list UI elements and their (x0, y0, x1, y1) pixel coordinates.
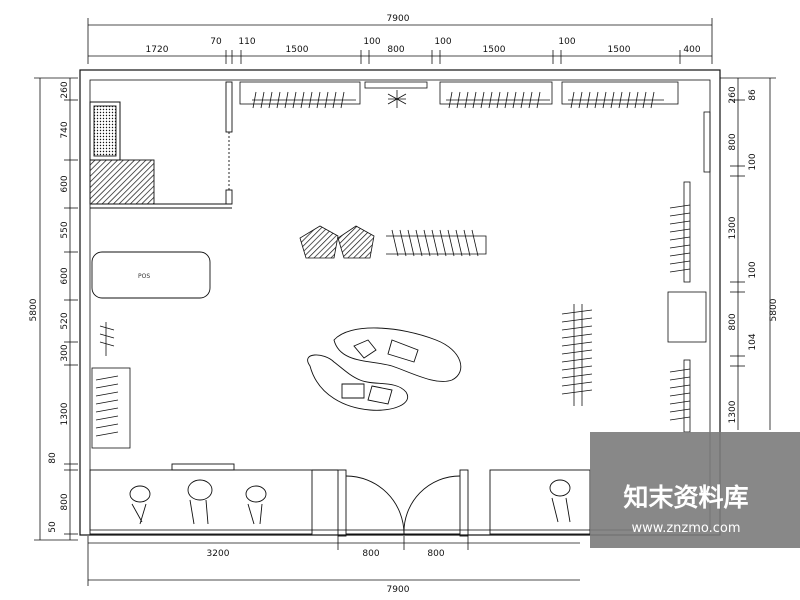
right-dim-8: 104 (748, 333, 758, 350)
top-dim-1: 1720 (146, 45, 169, 55)
watermark: 知末资料库 www.znzmo.com (590, 432, 800, 548)
left-dim-11: 50 (48, 521, 58, 533)
right-dim-1: 260 (728, 86, 738, 103)
left-dim-4: 550 (60, 221, 70, 238)
mannequin-3 (245, 485, 267, 525)
right-dim-2: 86 (748, 89, 758, 101)
left-dim-7: 300 (60, 344, 70, 361)
right-wall-racks (667, 111, 711, 433)
top-dim-3: 110 (238, 37, 255, 47)
left-total-dimension: 5800 (29, 298, 39, 321)
right-total-dimension: 5800 (769, 298, 779, 321)
right-dim-7: 800 (728, 313, 738, 330)
left-dim-6: 520 (60, 312, 70, 329)
top-dim-10: 1500 (608, 45, 631, 55)
top-dimension-lines (87, 18, 713, 64)
exterior-walls (79, 69, 721, 536)
bottom-total-dimension: 7900 (387, 585, 410, 595)
left-wall-racks (91, 322, 131, 449)
bottom-right-display (489, 469, 591, 535)
top-dim-9: 100 (558, 37, 575, 47)
pos-counter-label: POS (138, 273, 150, 280)
left-dim-10: 800 (60, 493, 70, 510)
left-dim-9: 80 (48, 452, 58, 464)
right-dimension-lines (720, 77, 776, 430)
left-dimension-lines (34, 77, 78, 541)
center-right-rail (561, 304, 593, 406)
left-dim-3: 600 (60, 175, 70, 192)
top-dim-7: 100 (434, 37, 451, 47)
top-dim-4: 1500 (286, 45, 309, 55)
top-wall-racks (239, 81, 679, 109)
left-dim-8: 1300 (60, 402, 70, 425)
mannequin-2 (187, 479, 213, 525)
right-dim-9: 1300 (728, 400, 738, 423)
bottom-dim-1: 3200 (207, 549, 230, 559)
top-dim-5: 100 (363, 37, 380, 47)
pos-counter: POS (91, 251, 211, 299)
center-rail (386, 229, 487, 257)
left-dim-5: 600 (60, 267, 70, 284)
left-dim-1: 260 (60, 81, 70, 98)
bottom-dim-3: 800 (427, 549, 444, 559)
pentagon-ottomans (299, 225, 375, 259)
right-dim-3: 800 (728, 133, 738, 150)
top-dim-11: 400 (683, 45, 700, 55)
right-dim-6: 100 (748, 261, 758, 278)
left-dim-2: 740 (60, 121, 70, 138)
fitting-rooms (89, 463, 338, 535)
right-dim-5: 1300 (728, 216, 738, 239)
top-dim-8: 1500 (483, 45, 506, 55)
top-total-dimension: 7900 (387, 14, 410, 24)
right-dim-4: 100 (748, 153, 758, 170)
storage-room (89, 81, 233, 209)
bottom-dimension-lines (87, 536, 580, 586)
top-dim-6: 800 (387, 45, 404, 55)
entrance-doors (337, 469, 469, 537)
top-dim-2: 70 (210, 37, 222, 47)
central-sofa (307, 327, 462, 411)
watermark-url: www.znzmo.com (631, 521, 740, 536)
watermark-brand: 知末资料库 (623, 483, 748, 512)
mannequin-1 (129, 485, 151, 525)
bottom-dim-2: 800 (362, 549, 379, 559)
